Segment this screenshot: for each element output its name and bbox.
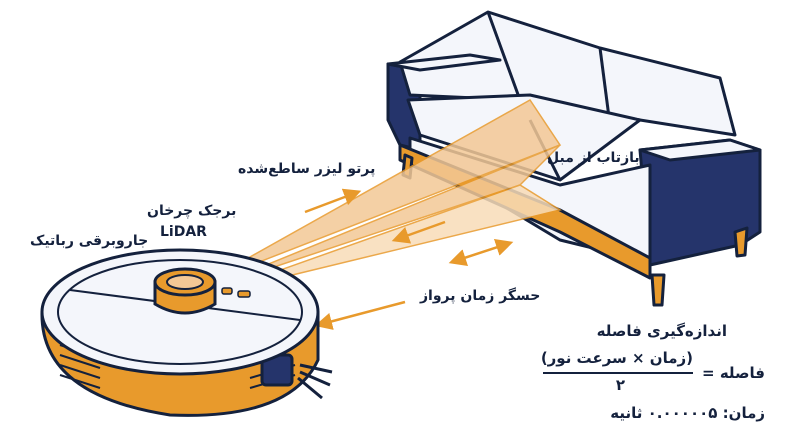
laser-label: پرتو لیزر ساطع‌شده xyxy=(238,161,376,177)
formula-numerator: (زمان × سرعت نور) xyxy=(540,349,693,367)
formula-denominator: ۲ xyxy=(615,376,625,394)
tof-label: حسگر زمان پرواز xyxy=(420,288,541,304)
robot-label: جاروبرقی رباتیک xyxy=(30,233,149,249)
tof-arrow-left xyxy=(314,300,406,330)
lidar-label-line1: برجک چرخان xyxy=(147,203,237,219)
lidar-turret-icon xyxy=(153,267,217,315)
laser-arrow xyxy=(304,188,362,214)
formula-time: زمان: ۰.۰۰۰۰۰۵ ثانیه xyxy=(610,404,765,422)
arrow-icon xyxy=(304,188,514,330)
formula-lhs: فاصله = xyxy=(702,364,765,382)
fraction-bar xyxy=(543,372,693,374)
lidar-label-line2: LiDAR xyxy=(160,224,207,240)
tof-arrow xyxy=(448,239,514,266)
reflection-arrow xyxy=(391,220,446,244)
laser-beams xyxy=(199,99,562,296)
reflection-label: بازتاب از مبل xyxy=(547,150,640,166)
distance-formula: اندازه‌گیری فاصله فاصله = (زمان × سرعت ن… xyxy=(540,322,765,442)
formula-title: اندازه‌گیری فاصله xyxy=(596,322,727,340)
